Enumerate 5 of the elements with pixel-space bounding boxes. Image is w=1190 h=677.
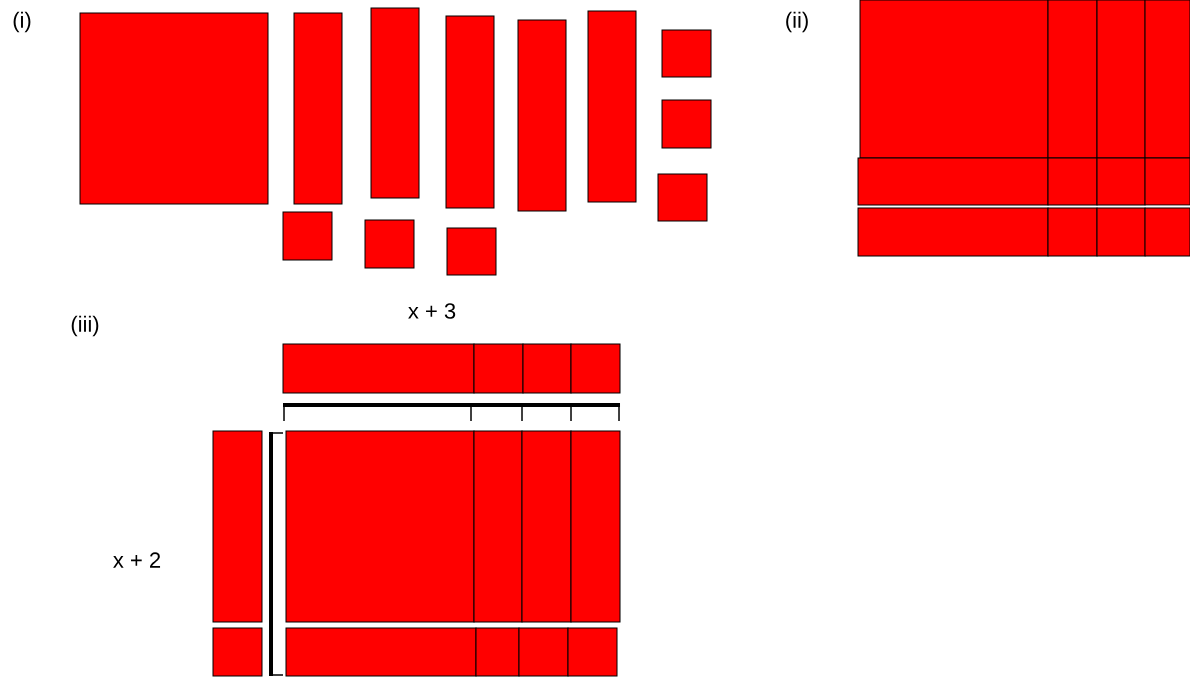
label: x + 2 [113, 552, 161, 568]
label: x + 3 [408, 303, 456, 319]
label: (iii) [71, 315, 99, 337]
label: (ii) [786, 11, 808, 33]
label: (i) [13, 11, 31, 33]
